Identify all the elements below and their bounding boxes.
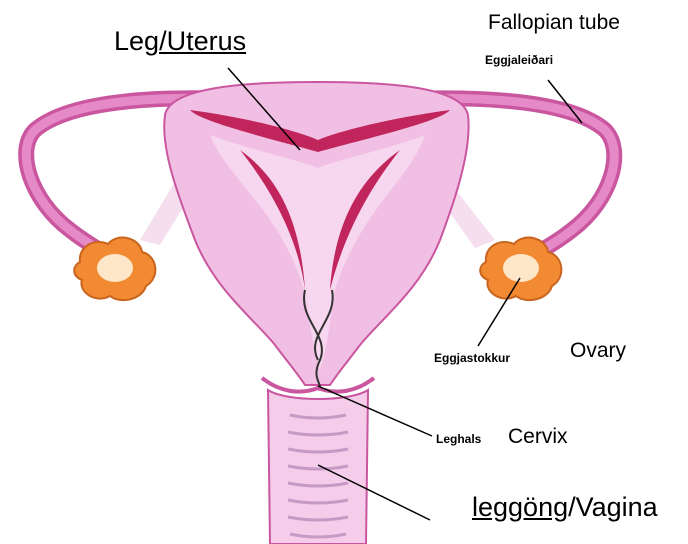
vagina-label-en: /Vagina <box>568 492 658 522</box>
ovary-label-is: Eggjastokkur <box>434 352 510 364</box>
uterus-label-is: Leg <box>114 26 159 56</box>
vagina-label-is: leggöng <box>446 492 568 522</box>
cervix-label-is: Leghals <box>436 433 481 445</box>
cervix-label-en: Cervix <box>508 426 568 447</box>
vagina-label: leggöng/Vagina <box>446 494 658 521</box>
uterus-label: Leg/Uterus <box>114 28 246 55</box>
ovary-label-en: Ovary <box>570 340 626 361</box>
uterus-label-en: /Uterus <box>159 26 246 56</box>
ovary-left <box>74 238 155 301</box>
fallopian-label-en: Fallopian tube <box>488 12 620 33</box>
fallopian-label-is: Eggjaleiðari <box>485 54 553 66</box>
